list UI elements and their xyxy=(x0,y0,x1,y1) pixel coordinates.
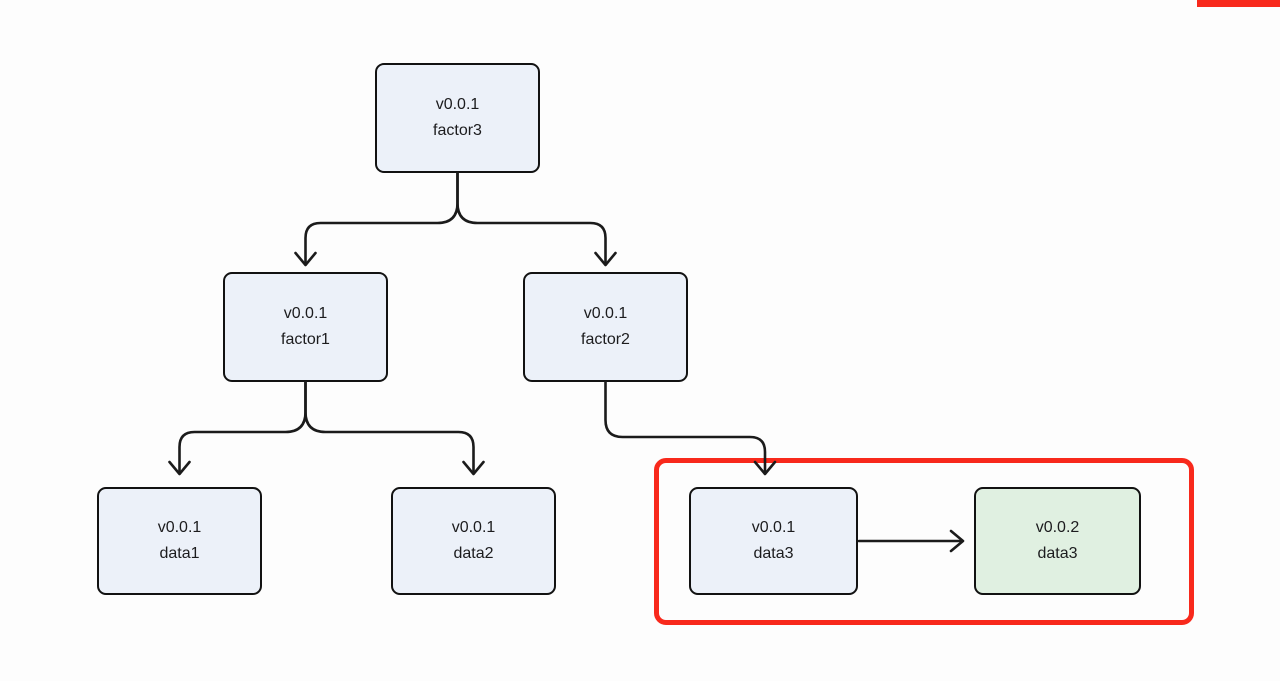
node-data3-v2: v0.0.2 data3 xyxy=(974,487,1141,595)
edge-factor3-factor1 xyxy=(294,171,459,267)
arrowhead-down-icon xyxy=(594,251,617,267)
node-data3-v1: v0.0.1 data3 xyxy=(689,487,858,595)
node-version: v0.0.1 xyxy=(435,96,480,113)
node-label: factor3 xyxy=(433,122,482,139)
edge-factor1-data1 xyxy=(168,380,307,476)
node-label: data1 xyxy=(159,545,200,562)
edge-factor1-data2 xyxy=(304,380,485,476)
node-label: factor1 xyxy=(281,331,330,348)
node-data1: v0.0.1 data1 xyxy=(97,487,262,595)
edge-factor3-factor2 xyxy=(456,171,617,267)
node-factor1: v0.0.1 factor1 xyxy=(223,272,388,382)
arrowhead-down-icon xyxy=(294,251,317,267)
clipped-red-bar xyxy=(1197,0,1280,7)
node-version: v0.0.2 xyxy=(1035,519,1080,536)
node-factor2: v0.0.1 factor2 xyxy=(523,272,688,382)
node-label: factor2 xyxy=(581,331,630,348)
node-data2: v0.0.1 data2 xyxy=(391,487,556,595)
node-version: v0.0.1 xyxy=(751,519,796,536)
node-factor3: v0.0.1 factor3 xyxy=(375,63,540,173)
node-label: data2 xyxy=(453,545,494,562)
node-label: data3 xyxy=(1037,545,1078,562)
node-version: v0.0.1 xyxy=(283,305,328,322)
node-version: v0.0.1 xyxy=(157,519,202,536)
arrowhead-down-icon xyxy=(168,460,191,476)
highlight-box xyxy=(654,458,1194,625)
node-version: v0.0.1 xyxy=(451,519,496,536)
node-label: data3 xyxy=(753,545,794,562)
node-version: v0.0.1 xyxy=(583,305,628,322)
arrowhead-down-icon xyxy=(462,460,485,476)
